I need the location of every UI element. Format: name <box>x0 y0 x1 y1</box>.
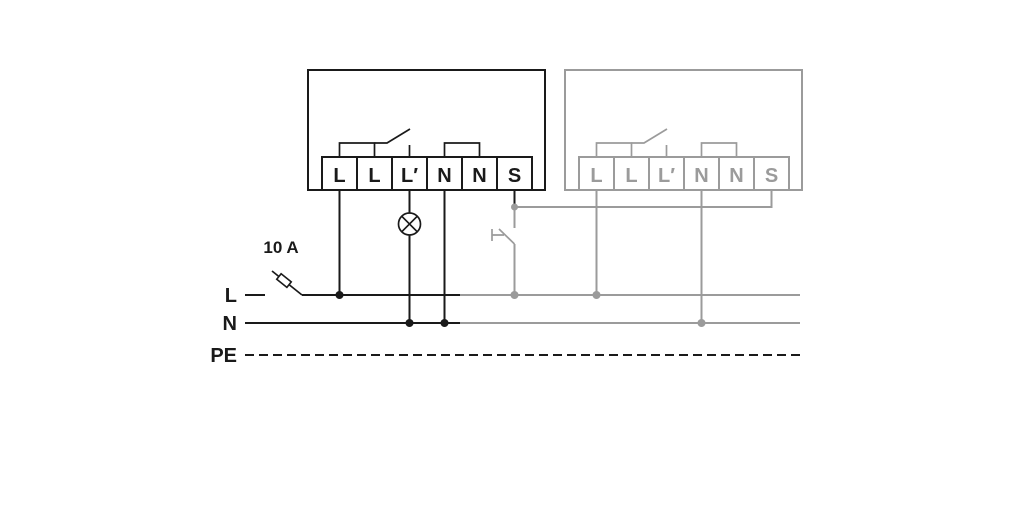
terminal-label: N <box>437 165 451 187</box>
terminal-block-gray: L L L′ N N S <box>578 156 790 191</box>
terminal-label: L <box>368 165 380 187</box>
terminal-label: N <box>729 165 743 187</box>
terminal-label: L′ <box>658 165 675 187</box>
pe-line-label: PE <box>210 345 237 367</box>
lamp-cross <box>401 215 418 233</box>
bridge-n-n-icon <box>443 142 481 157</box>
n-line-label: N <box>223 313 237 335</box>
terminal-label: L <box>590 165 602 187</box>
terminal-cell <box>753 156 790 191</box>
bridge-l-l-icon <box>338 142 376 157</box>
push-button-icon <box>491 207 519 299</box>
terminal-cell <box>496 156 533 191</box>
relay-contact-icon <box>631 128 668 157</box>
relay-contact-icon <box>374 128 411 157</box>
terminal-label: N <box>694 165 708 187</box>
terminal-label: L <box>333 165 345 187</box>
terminal-cell <box>461 156 498 191</box>
button-contact <box>491 228 516 245</box>
wire-s-link-gray <box>514 190 773 208</box>
fuse-icon: 10 A <box>263 238 303 296</box>
l-line-label: L <box>225 285 237 307</box>
device-gray: L L L′ N N S <box>564 69 803 191</box>
terminal-cell <box>578 156 615 191</box>
terminal-label: L′ <box>401 165 418 187</box>
terminal-cell <box>356 156 393 191</box>
supply-lines: L N PE <box>210 285 800 367</box>
wiring-black <box>335 190 516 327</box>
terminal-block-black: L L L′ N N S <box>321 156 533 191</box>
terminal-label: S <box>765 165 778 187</box>
device-black: L L L′ N N S <box>307 69 546 191</box>
terminal-label: S <box>508 165 521 187</box>
terminal-cell <box>426 156 463 191</box>
fuse-body <box>275 272 293 289</box>
terminal-label: L <box>625 165 637 187</box>
bridge-l-l-icon <box>595 142 633 157</box>
bridge-n-n-icon <box>700 142 738 157</box>
lamp-icon <box>397 212 422 236</box>
lamp-circle <box>397 212 422 236</box>
fuse-rating-label: 10 A <box>263 238 298 257</box>
wiring-gray <box>511 190 773 327</box>
terminal-label: N <box>472 165 486 187</box>
